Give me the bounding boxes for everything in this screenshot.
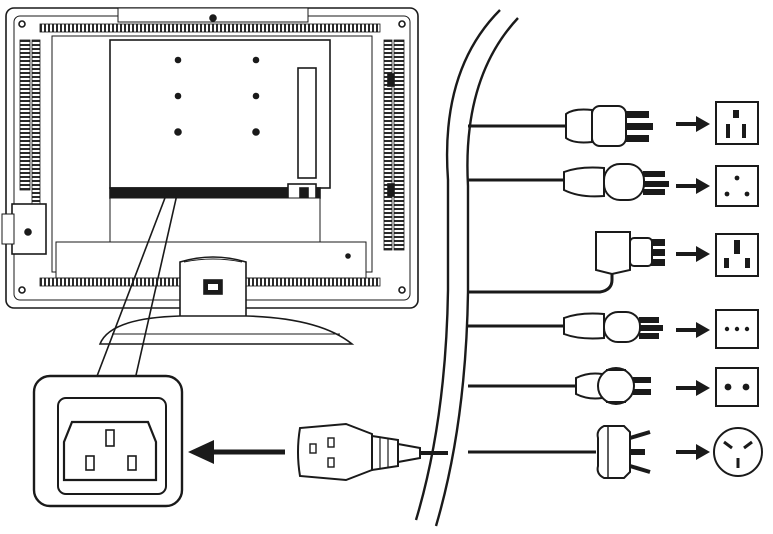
three-prong-flat-plug-icon [565,105,653,147]
arrow-right-icon [676,116,710,132]
angled-flat-pin-plug-icon [596,425,651,479]
cable-bundle-break-lines [414,9,519,527]
arrow-right-icon [676,380,710,396]
three-round-pin-plug-icon [563,163,669,201]
plug-type-3 [468,231,759,294]
arrow-right-icon [676,444,710,460]
socket-three-hole-triangle-icon [715,165,759,207]
arrow-right-icon [676,178,710,194]
socket-three-slot-icon [715,101,759,145]
socket-rectangular-slot-icon [715,233,759,277]
three-pin-inline-plug-icon [563,311,663,343]
monitor-rear-view [1,7,419,345]
plug-type-6 [468,425,763,479]
callout-lines [93,189,179,385]
angled-rectangular-pin-plug-icon [595,231,665,276]
arrow-right-icon [676,322,710,338]
socket-two-hole-icon [715,367,759,407]
plug-type-1 [468,101,759,147]
ac-power-inlet [32,374,184,508]
round-two-pin-grounded-plug-icon [575,367,651,405]
arrow-right-icon [676,246,710,262]
socket-three-dot-inline-icon [715,309,759,349]
arrow-to-inlet-icon [188,440,285,464]
plug-type-4 [468,309,759,349]
plug-type-2 [468,163,759,207]
power-cord-iec-connector [297,422,448,482]
plug-type-5 [468,367,759,407]
socket-round-angled-icon [713,427,763,477]
